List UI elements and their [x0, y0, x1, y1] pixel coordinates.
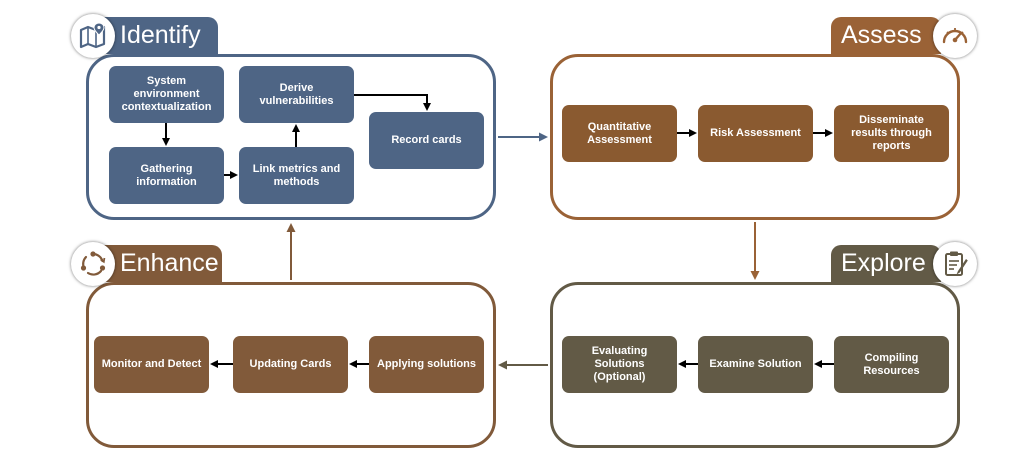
- step-system-environment: System environment contextualization: [109, 66, 224, 123]
- step-updating-cards: Updating Cards: [233, 336, 348, 393]
- step-monitor-detect: Monitor and Detect: [94, 336, 209, 393]
- identify-title: Identify: [120, 21, 201, 49]
- assess-title: Assess: [841, 21, 922, 49]
- step-compiling-resources: Compiling Resources: [834, 336, 949, 393]
- gauge-icon: [933, 14, 977, 58]
- step-risk-assessment: Risk Assessment: [698, 105, 813, 162]
- step-record-cards: Record cards: [369, 112, 484, 169]
- arrow-derive-to-record: [354, 94, 431, 111]
- step-quantitative-assessment: Quantitative Assessment: [562, 105, 677, 162]
- enhance-tab: Enhance: [88, 245, 222, 282]
- cycle-icon: [71, 242, 115, 286]
- step-derive-vulnerabilities: Derive vulnerabilities: [239, 66, 354, 123]
- step-applying-solutions: Applying solutions: [369, 336, 484, 393]
- assess-tab: Assess: [831, 17, 941, 54]
- explore-tab: Explore: [831, 245, 941, 282]
- step-evaluating-solutions: Evaluating Solutions (Optional): [562, 336, 677, 393]
- map-pin-icon: [71, 14, 115, 58]
- clipboard-icon: [933, 242, 977, 286]
- step-disseminate-results: Disseminate results through reports: [834, 105, 949, 162]
- step-link-metrics: Link metrics and methods: [239, 147, 354, 204]
- explore-title: Explore: [841, 249, 926, 277]
- step-gathering-information: Gathering information: [109, 147, 224, 204]
- enhance-title: Enhance: [120, 249, 219, 277]
- step-examine-solution: Examine Solution: [698, 336, 813, 393]
